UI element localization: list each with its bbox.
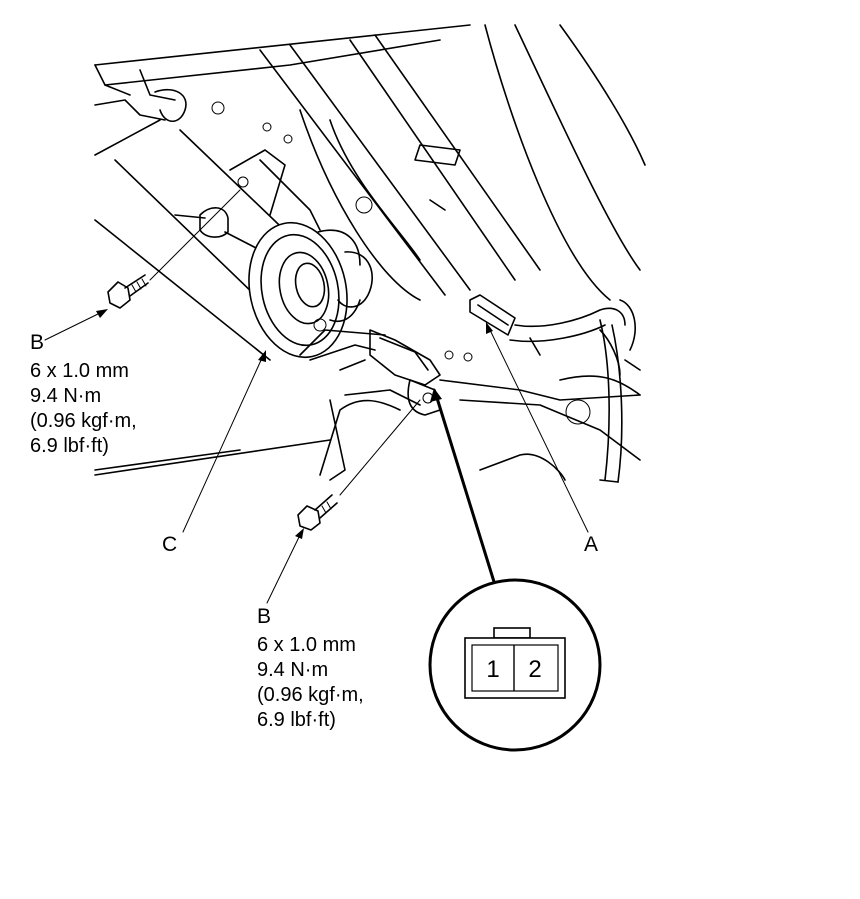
- connector-pin-1: 1: [486, 656, 499, 683]
- label-c: C: [162, 533, 177, 556]
- harness-connector: [469, 294, 626, 483]
- spec-line: (0.96 kgf·m,: [257, 684, 364, 706]
- spec-line: 6 x 1.0 mm: [257, 634, 356, 656]
- leader-lines: [44, 309, 589, 604]
- bolt-left: [107, 189, 241, 309]
- label-b-bottom-letter: B: [257, 605, 271, 628]
- horn-assembly: [229, 149, 386, 361]
- callout-b-left: B 6 x 1.0 mm 9.4 N·m (0.96 kgf·m, 6.9 lb…: [30, 331, 137, 457]
- connector-pin-2: 2: [528, 656, 541, 683]
- spec-line: 6.9 lbf·ft): [257, 709, 336, 731]
- connector-detail-callout: 1 2: [428, 578, 602, 752]
- callout-b-bottom: B 6 x 1.0 mm 9.4 N·m (0.96 kgf·m, 6.9 lb…: [257, 605, 364, 731]
- spec-line: 9.4 N·m: [30, 385, 101, 407]
- label-a: A: [584, 533, 598, 556]
- spec-line: 6 x 1.0 mm: [30, 360, 129, 382]
- spec-line: 9.4 N·m: [257, 659, 328, 681]
- horn-connector: [339, 329, 473, 416]
- spec-line: 6.9 lbf·ft): [30, 435, 109, 457]
- spec-line: (0.96 kgf·m,: [30, 410, 137, 432]
- label-b-left-letter: B: [30, 331, 44, 354]
- bolt-bottom: [297, 399, 421, 531]
